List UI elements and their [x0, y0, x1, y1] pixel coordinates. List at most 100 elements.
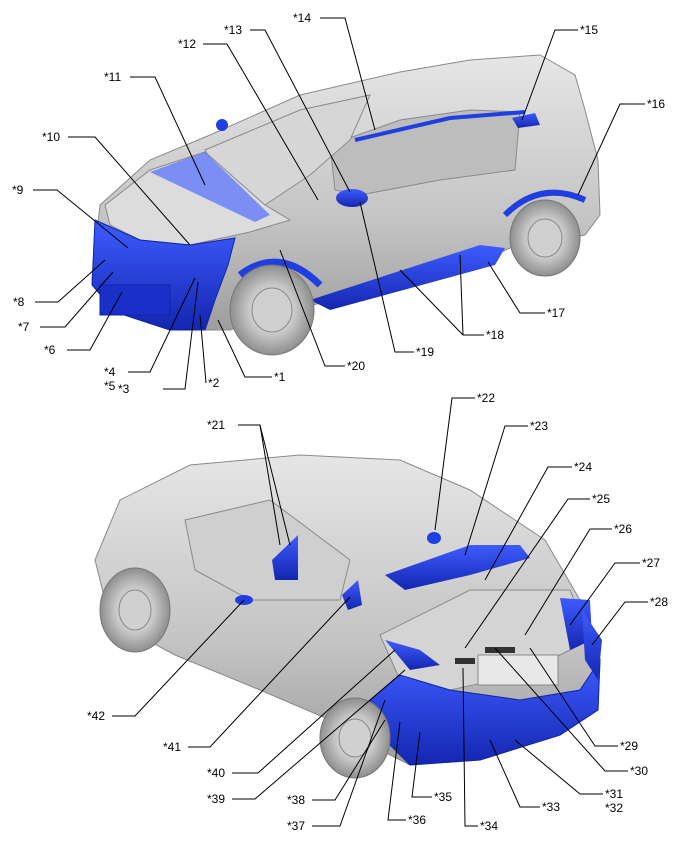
- label-19: *19: [416, 345, 434, 359]
- label-29: *29: [620, 739, 638, 753]
- roof-antenna-part: [427, 532, 441, 544]
- front-wheel-arch-part: [237, 258, 323, 288]
- leader-24: [484, 466, 572, 581]
- b-pillar-garnish-part: [272, 535, 298, 580]
- label-21: *21: [207, 418, 225, 432]
- leader-30: [494, 647, 628, 772]
- leader-10: [68, 136, 191, 246]
- label-35: *35: [434, 790, 452, 804]
- leader-27: [569, 562, 640, 626]
- front-car-hood: [104, 151, 292, 246]
- leader-lines: [33, 17, 648, 827]
- leader-33: [489, 739, 540, 808]
- rear-wheel-arch-part: [502, 189, 587, 218]
- label-4: *4: [104, 365, 116, 379]
- leader-2: [199, 314, 207, 384]
- label-36: *36: [408, 813, 426, 827]
- label-1: *1: [274, 370, 286, 384]
- leader-6: [67, 291, 123, 351]
- leader-31: [514, 739, 603, 795]
- roof-molding-part: [354, 110, 526, 142]
- hood-garnish-part: [150, 152, 270, 222]
- leader-22: [434, 397, 475, 531]
- label-18: *18: [486, 328, 504, 342]
- label-32: *32: [605, 801, 623, 815]
- label-27: *27: [642, 556, 660, 570]
- front-antenna-part: [216, 119, 228, 131]
- leader-23: [464, 425, 528, 556]
- label-11: *11: [104, 70, 121, 84]
- leader-40: [232, 649, 396, 774]
- label-2: *2: [208, 376, 220, 390]
- label-5: *5: [104, 379, 116, 393]
- leader-26: [524, 528, 612, 636]
- label-8: *8: [13, 295, 25, 309]
- label-31: *31: [605, 787, 623, 801]
- leader-1: [217, 319, 272, 378]
- rear-car-side-window: [184, 499, 351, 601]
- label-30: *30: [630, 764, 648, 778]
- leader-28: [591, 601, 648, 646]
- rear-lamp-left-part: [385, 640, 440, 670]
- label-6: *6: [44, 343, 56, 357]
- leader-19: [359, 201, 414, 353]
- leader-35: [411, 731, 432, 798]
- leader-7: [40, 271, 114, 328]
- leader-38: [312, 719, 386, 801]
- leader-15: [521, 29, 578, 121]
- callout-labels: *1 *2 *3 *4 *5 *6 *7 *8 *9 *10 *11 *12 *…: [12, 11, 668, 833]
- rear-name-plate: [455, 658, 475, 664]
- rear-view-front-wheel-hub: [118, 589, 152, 631]
- rear-spoiler-part-2: [385, 545, 530, 590]
- label-34: *34: [480, 819, 498, 833]
- label-13: *13: [224, 23, 242, 37]
- leader-25: [464, 498, 590, 649]
- label-20: *20: [347, 359, 365, 373]
- leader-4: [128, 277, 196, 373]
- leader-20: [279, 249, 345, 367]
- label-24: *24: [574, 460, 592, 474]
- quarter-window-part: [342, 580, 362, 610]
- leader-41: [188, 596, 351, 748]
- leader-36: [387, 721, 406, 821]
- front-view-car: [91, 54, 601, 356]
- label-9: *9: [12, 183, 24, 197]
- leader-3: [163, 281, 199, 390]
- leader-8: [35, 259, 106, 303]
- leader-9: [33, 189, 129, 249]
- label-33: *33: [542, 800, 560, 814]
- label-41: *41: [163, 740, 181, 754]
- rear-emblem: [485, 647, 515, 653]
- rear-bumper-part: [369, 658, 601, 766]
- label-10: *10: [42, 130, 60, 144]
- leader-16: [577, 103, 645, 196]
- label-14: *14: [293, 11, 311, 25]
- label-3: *3: [118, 382, 130, 396]
- rear-view-car: [94, 454, 602, 779]
- front-lower-grille: [99, 284, 171, 316]
- label-17: *17: [547, 306, 565, 320]
- leader-37: [312, 699, 386, 827]
- leader-42: [112, 599, 245, 717]
- leader-11: [130, 76, 206, 186]
- label-12: *12: [178, 37, 196, 51]
- outer-mirror-part: [336, 189, 368, 207]
- label-23: *23: [530, 419, 548, 433]
- leader-34: [462, 667, 478, 827]
- label-39: *39: [207, 792, 225, 806]
- label-7: *7: [18, 320, 30, 334]
- license-plate: [477, 654, 559, 686]
- label-26: *26: [614, 522, 632, 536]
- label-38: *38: [287, 793, 305, 807]
- leader-17: [487, 261, 545, 314]
- leader-14: [320, 17, 376, 131]
- leader-18b: [459, 254, 464, 336]
- label-15: *15: [580, 23, 598, 37]
- label-16: *16: [647, 97, 665, 111]
- front-wheel-hub: [251, 287, 293, 333]
- label-37: *37: [287, 819, 305, 833]
- leader-21b: [259, 424, 291, 546]
- leader-12: [203, 43, 319, 201]
- leader-13: [250, 29, 351, 193]
